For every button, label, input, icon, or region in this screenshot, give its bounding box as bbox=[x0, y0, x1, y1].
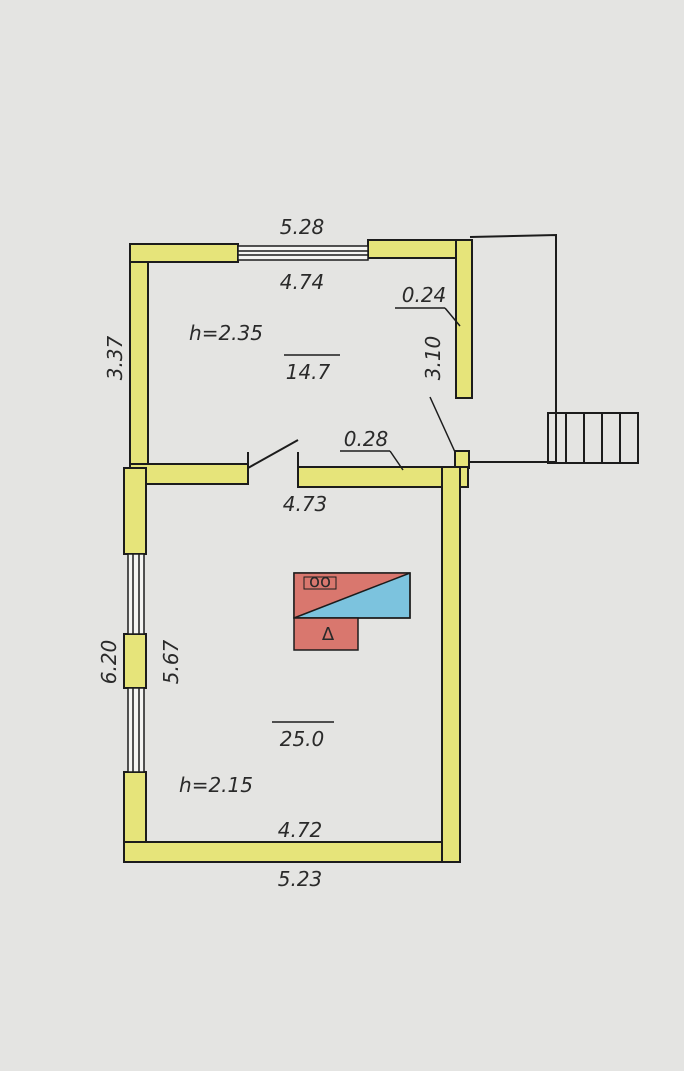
upper-outer-height-label: 3.37 bbox=[103, 335, 127, 380]
window-lower-top bbox=[127, 553, 145, 635]
porch-partition-wall bbox=[455, 239, 473, 399]
lower-right-wall bbox=[441, 466, 461, 863]
upper-top-wall-left bbox=[129, 243, 239, 263]
porch-outline bbox=[469, 233, 557, 463]
stairs-icon bbox=[547, 412, 639, 464]
lower-outer-width-label: 5.23 bbox=[278, 867, 323, 891]
stove-burner-symbol: oo bbox=[309, 571, 331, 592]
walls bbox=[123, 239, 473, 863]
lower-inner-width-top-label: 4.73 bbox=[283, 492, 328, 516]
stove-oven-symbol: Δ bbox=[322, 624, 335, 645]
middle-wall-right bbox=[297, 466, 469, 488]
door-swing-icon bbox=[247, 439, 299, 469]
window-lower-bottom bbox=[127, 687, 145, 773]
porch-length-label: 3.10 bbox=[421, 336, 445, 381]
upper-outer-width-label: 5.28 bbox=[280, 215, 325, 239]
lower-left-wall-middle bbox=[123, 633, 147, 689]
upper-inner-width-label: 4.74 bbox=[280, 270, 325, 294]
lower-inner-width-bottom-label: 4.72 bbox=[278, 818, 323, 842]
lower-area-label: 25.0 bbox=[280, 727, 325, 751]
upper-top-wall-right bbox=[367, 239, 471, 259]
lower-ceiling-height-label: h=2.15 bbox=[179, 773, 253, 797]
upper-left-wall bbox=[129, 243, 149, 469]
porch-wall-thickness-label: 0.24 bbox=[402, 283, 447, 307]
stove-icon bbox=[293, 572, 411, 651]
door-wall-thickness-label: 0.28 bbox=[344, 427, 389, 451]
lower-outer-height-label: 6.20 bbox=[97, 640, 121, 685]
lower-left-wall-top bbox=[123, 467, 147, 555]
lower-inner-height-label: 5.67 bbox=[159, 639, 183, 684]
upper-ceiling-height-label: h=2.35 bbox=[189, 321, 263, 345]
porch-post bbox=[454, 450, 470, 469]
upper-area-label: 14.7 bbox=[286, 360, 331, 384]
leader-lines bbox=[272, 307, 461, 723]
window-icon bbox=[237, 245, 369, 261]
middle-wall-left bbox=[129, 463, 249, 485]
lower-bottom-wall bbox=[123, 841, 461, 863]
